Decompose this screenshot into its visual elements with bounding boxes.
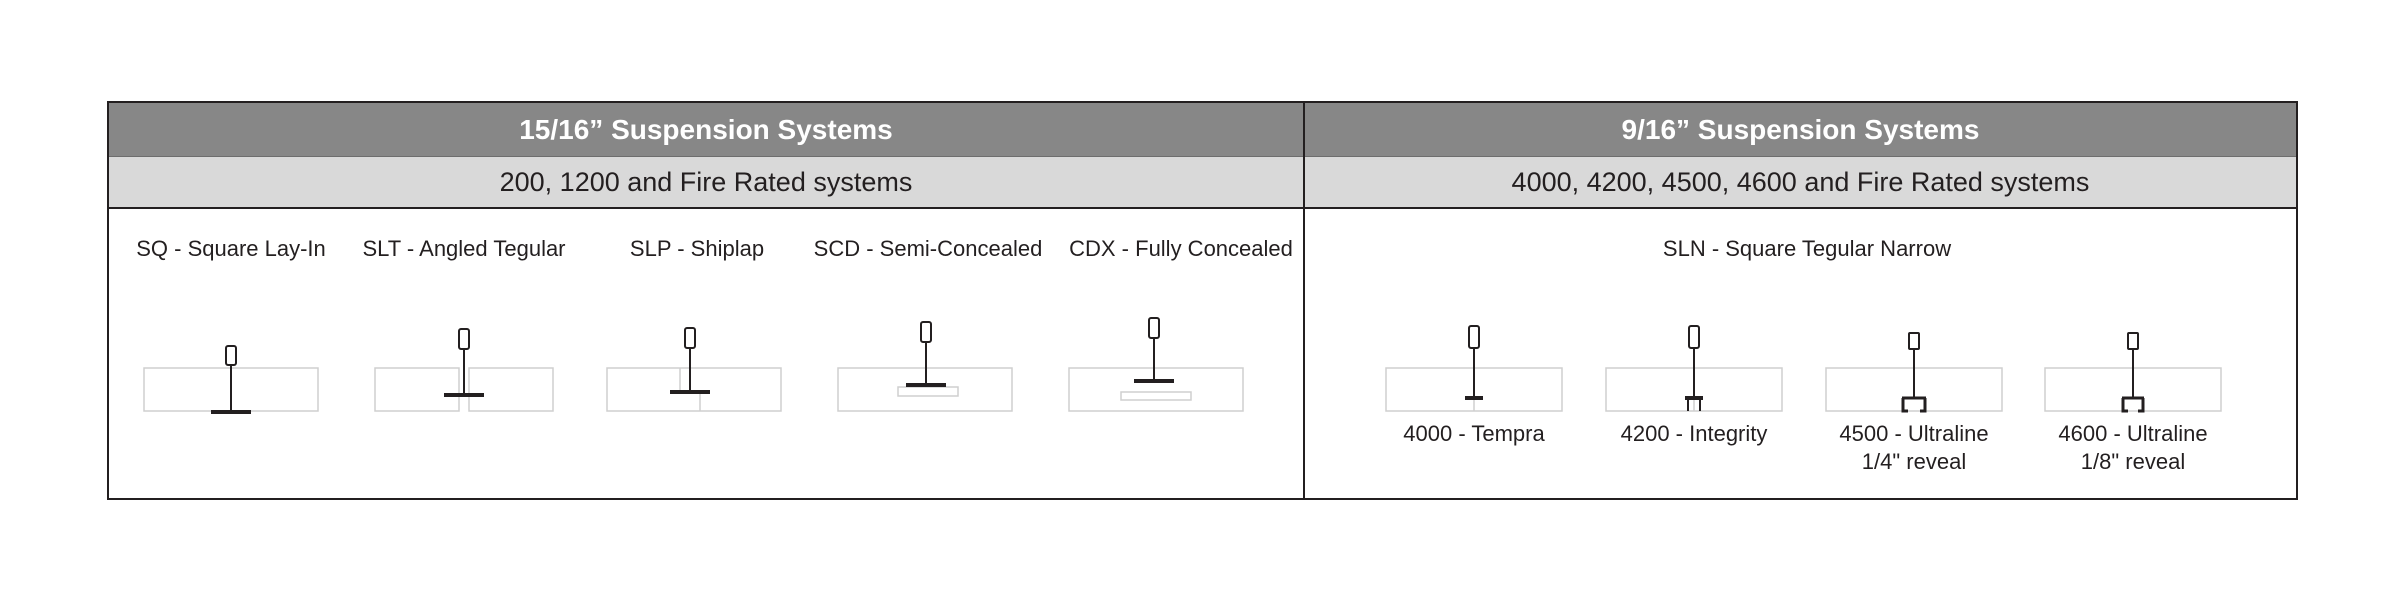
- grid-caption-ultraline-quarter: 4500 - Ultraline 1/4" reveal: [1839, 420, 1988, 476]
- grid-caption-integrity: 4200 - Integrity: [1621, 420, 1768, 448]
- panel-subtitle: 4000, 4200, 4500, 4600 and Fire Rated sy…: [1305, 157, 2296, 209]
- profile-drawing-slt: [374, 328, 554, 412]
- column-divider: [1303, 103, 1305, 498]
- profile-drawing-scd: [837, 321, 1013, 412]
- grid-drawing-integrity: [1605, 325, 1783, 412]
- grid-caption-line: 4200 - Integrity: [1620, 421, 1768, 446]
- grid-caption-tempra: 4000 - Tempra: [1403, 420, 1544, 448]
- grid-drawing-tempra: [1385, 325, 1563, 412]
- profile-drawing-cdx: [1068, 317, 1244, 412]
- panel-subtitle: 200, 1200 and Fire Rated systems: [109, 157, 1303, 209]
- panel-15-16: 15/16” Suspension Systems 200, 1200 and …: [109, 103, 1303, 498]
- panel-9-16: 9/16” Suspension Systems 4000, 4200, 450…: [1305, 103, 2296, 498]
- grid-caption-line: 4600 - Ultraline: [2058, 421, 2208, 446]
- profile-drawing-sq: [143, 345, 319, 414]
- edge-label-cdx: CDX - Fully Concealed: [1069, 236, 1293, 261]
- grid-caption-line: 4500 - Ultraline: [1839, 421, 1989, 446]
- edge-label-slt: SLT - Angled Tegular: [362, 236, 566, 261]
- edge-label-scd: SCD - Semi-Concealed: [813, 236, 1043, 261]
- grid-drawing-ultraline-eighth: [2044, 332, 2222, 413]
- grid-drawing-ultraline-quarter: [1825, 332, 2003, 413]
- edge-label-sln: SLN - Square Tegular Narrow: [1662, 236, 1952, 261]
- grid-caption-line: 4000 - Tempra: [1403, 421, 1545, 446]
- grid-caption-ultraline-eighth: 4600 - Ultraline 1/8" reveal: [2058, 420, 2207, 476]
- grid-caption-line: 1/4" reveal: [1861, 449, 1967, 474]
- grid-caption-line: 1/8" reveal: [2080, 449, 2186, 474]
- edge-label-sq: SQ - Square Lay-In: [136, 236, 326, 261]
- profile-drawing-slp: [606, 327, 782, 412]
- suspension-systems-table: 15/16” Suspension Systems 200, 1200 and …: [107, 101, 2298, 500]
- edge-label-slp: SLP - Shiplap: [629, 236, 765, 261]
